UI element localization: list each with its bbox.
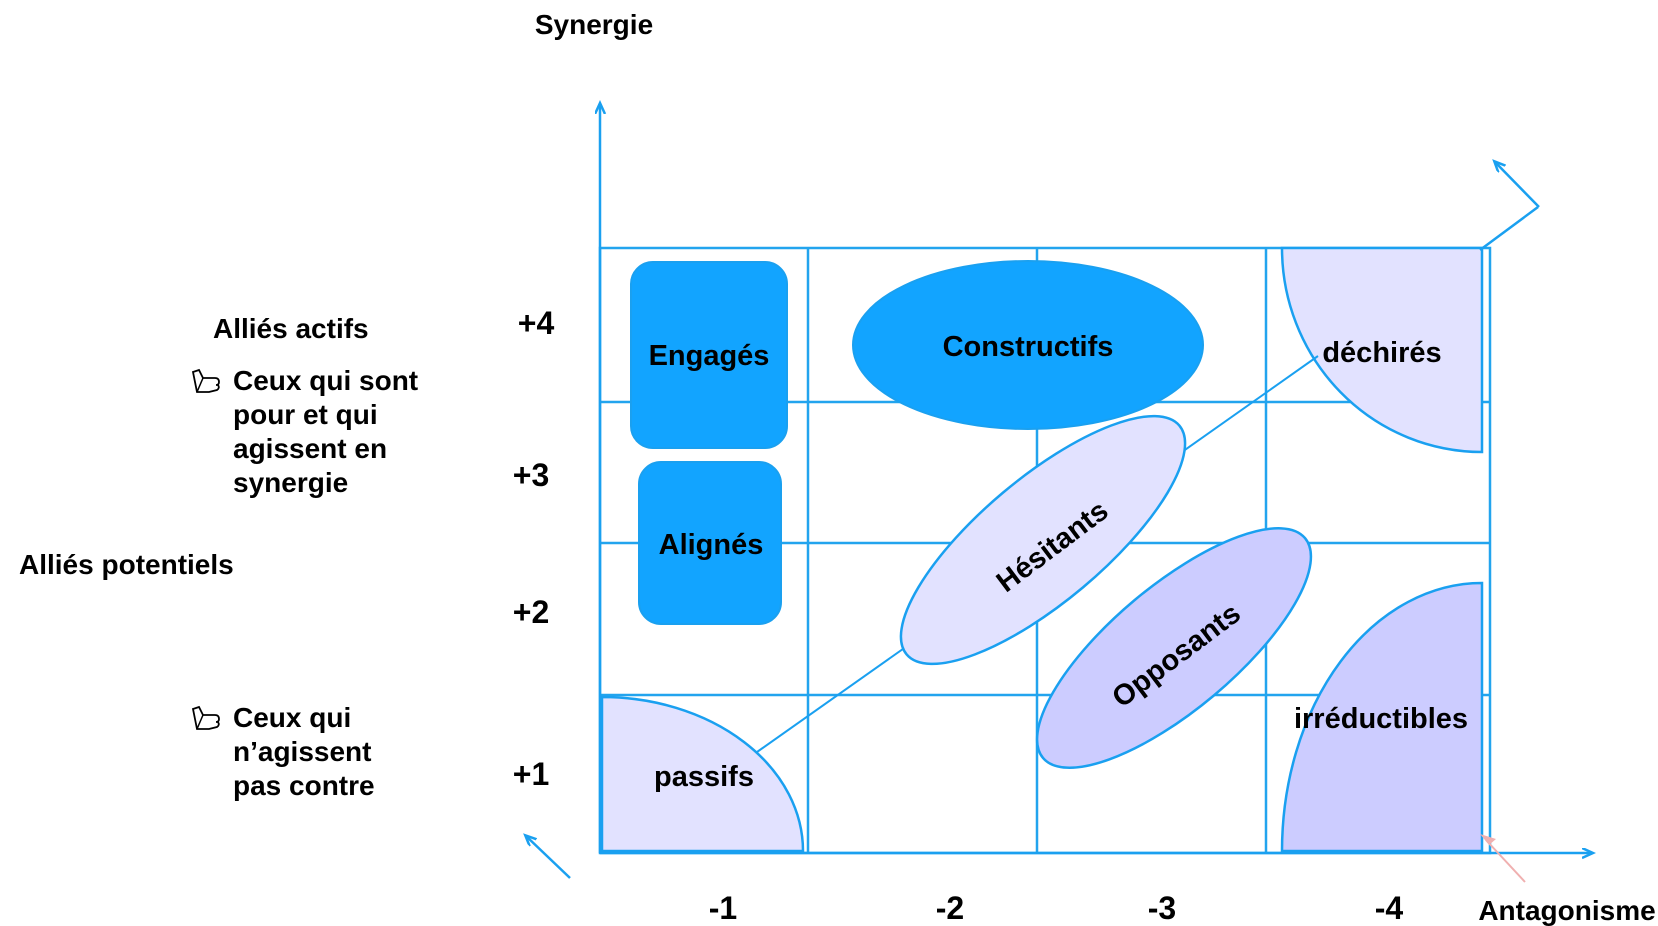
constructifs-label: Constructifs: [943, 331, 1114, 363]
allies-actifs-label: Alliés actifs: [213, 313, 369, 344]
pointer-head: [1480, 834, 1496, 845]
passifs-label: passifs: [654, 761, 754, 793]
hand-pointer-icon: [191, 368, 220, 393]
alignes-box: [638, 461, 782, 625]
allies-potentiels-description: Ceux qui n’agissent pas contre: [191, 701, 423, 803]
alignes-label: Alignés: [659, 529, 764, 561]
irreductibles-zone: [1280, 581, 1484, 853]
y-tick-plus2: +2: [513, 594, 549, 630]
y-tick-plus4: +4: [518, 305, 555, 341]
y-tick-plus3: +3: [513, 457, 549, 493]
dechires-zone: [1280, 246, 1484, 454]
y-axis-title: Synergie: [535, 9, 653, 40]
allies-actifs-desc-text: Ceux qui sont pour et qui agissent en sy…: [233, 365, 419, 498]
x-tick-minus1: -1: [709, 890, 737, 926]
hand-pointer-icon: [191, 705, 220, 730]
opposants-ellipse: [1035, 527, 1313, 769]
x-tick-minus4: -4: [1375, 890, 1404, 926]
engages-box: [630, 261, 788, 449]
pointer-line: [1485, 839, 1526, 883]
x-axis-title: Antagonisme: [1478, 895, 1655, 926]
upper-right-connector: [1479, 205, 1539, 252]
hesitants-ellipse: [899, 414, 1187, 666]
lower-left-arrow: [526, 836, 571, 879]
passifs-zone: [600, 695, 805, 853]
x-tick-minus2: -2: [936, 890, 964, 926]
allies-potentiels-desc-text: Ceux qui n’agissent pas contre: [233, 702, 375, 801]
y-tick-plus1: +1: [513, 756, 549, 792]
x-tick-minus3: -3: [1148, 890, 1176, 926]
irreductibles-label: irréductibles: [1294, 703, 1468, 735]
allies-potentiels-label: Alliés potentiels: [19, 549, 234, 580]
engages-label: Engagés: [649, 340, 770, 372]
constructifs-ellipse: [852, 260, 1204, 430]
allies-actifs-description: Ceux qui sont pour et qui agissent en sy…: [191, 364, 473, 500]
upper-right-arrow: [1495, 162, 1540, 208]
dechires-label: déchirés: [1322, 337, 1441, 369]
